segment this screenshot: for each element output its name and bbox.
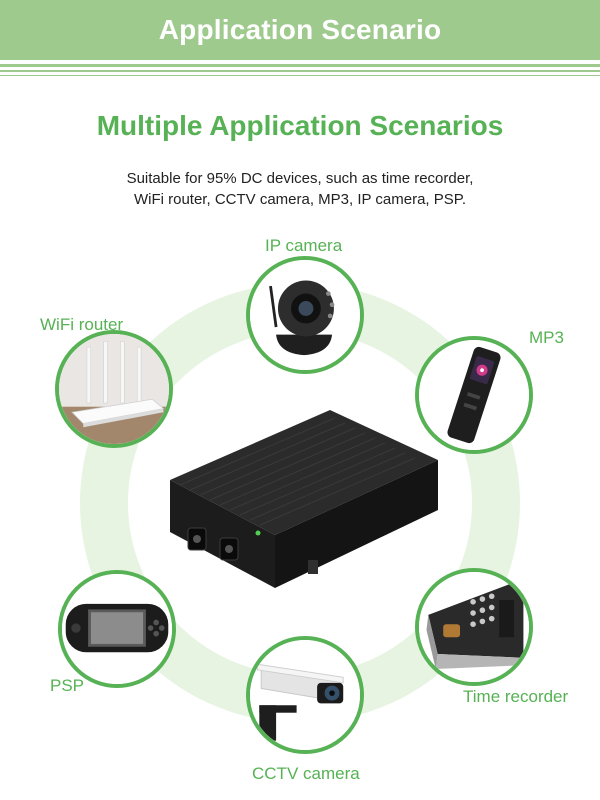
wifi-router-label: WiFi router <box>40 315 124 334</box>
mp3-bubble <box>415 336 533 454</box>
router-icon <box>59 334 169 444</box>
banner-stripe <box>0 75 600 76</box>
time-recorder-bubble <box>415 568 533 686</box>
mp3-label: MP3 <box>529 328 564 347</box>
section-heading: Multiple Application Scenarios <box>96 110 504 141</box>
cctv-camera-label: CCTV camera <box>252 764 360 783</box>
banner-stripe <box>0 70 600 72</box>
ip-camera-label: IP camera <box>265 236 343 255</box>
time-recorder-label: Time recorder <box>463 687 569 706</box>
ip-camera-icon <box>250 260 360 370</box>
mp3-player-icon <box>419 340 529 450</box>
header-banner: Application Scenario <box>0 0 600 60</box>
wifi-router-bubble <box>55 330 173 448</box>
banner-stripe <box>0 64 600 67</box>
description-line-2: WiFi router, CCTV camera, MP3, IP camera… <box>133 191 467 208</box>
banner-title: Application Scenario <box>158 14 442 45</box>
cctv-camera-bubble <box>246 636 364 754</box>
cctv-camera-icon <box>250 640 360 750</box>
description: Suitable for 95% DC devices, such as tim… <box>0 168 600 210</box>
description-line-1: Suitable for 95% DC devices, such as tim… <box>126 170 474 187</box>
time-recorder-icon <box>419 572 529 682</box>
psp-bubble <box>58 570 176 688</box>
mini-ups-power-box <box>160 410 440 590</box>
ip-camera-bubble <box>246 256 364 374</box>
handheld-console-icon <box>62 574 172 684</box>
psp-label: PSP <box>50 676 85 695</box>
